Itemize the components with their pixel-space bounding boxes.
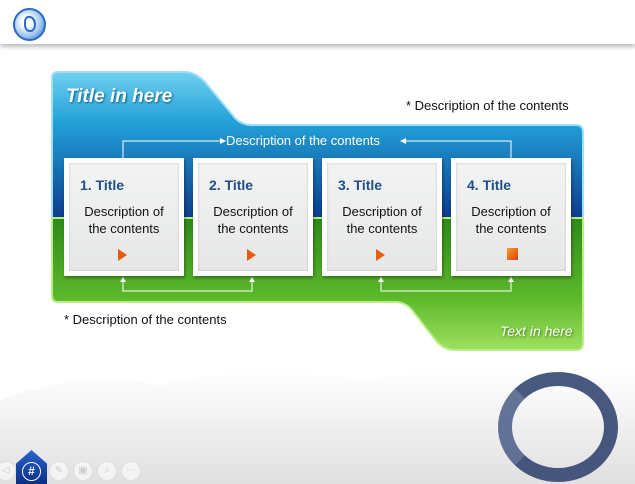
card-description: Description of the contents — [327, 203, 437, 237]
card-description: Description of the contents — [456, 203, 566, 237]
desc-line: the contents — [346, 221, 418, 236]
step-card-3: 3. Title Description of the contents — [322, 158, 442, 276]
desc-line: the contents — [475, 221, 547, 236]
enso-circle-decoration — [498, 372, 618, 482]
card-title: 4. Title — [467, 177, 512, 193]
desc-line: Description of — [471, 204, 551, 219]
step-card-2: 2. Title Description of the contents — [193, 158, 313, 276]
green-panel — [51, 217, 584, 351]
zoom-icon[interactable]: ⌕ — [97, 461, 117, 481]
card-title: 3. Title — [338, 177, 383, 193]
card-title: 2. Title — [209, 177, 254, 193]
desc-line: the contents — [217, 221, 289, 236]
pen-icon[interactable]: ✎ — [49, 461, 69, 481]
step-card-1: 1. Title Description of the contents — [64, 158, 184, 276]
connector-lines — [122, 140, 512, 292]
card-description: Description of the contents — [69, 203, 179, 237]
slide-number-label: # — [22, 462, 41, 481]
logo-icon — [13, 8, 46, 41]
slide-header-bar — [0, 0, 635, 44]
play-icon — [247, 249, 256, 261]
card-title: 1. Title — [80, 177, 125, 193]
play-icon — [118, 249, 127, 261]
desc-line: Description of — [342, 204, 422, 219]
blue-panel — [51, 71, 584, 219]
description-bottom-left: * Description of the contents — [64, 312, 227, 327]
step-card-4: 4. Title Description of the contents — [451, 158, 571, 276]
description-middle: Description of the contents — [226, 133, 380, 148]
more-options-icon[interactable]: ⋯ — [121, 461, 141, 481]
description-top-right: * Description of the contents — [406, 98, 569, 113]
footer-text: Text in here — [500, 323, 573, 339]
desc-line: Description of — [84, 204, 164, 219]
previous-slide-button[interactable]: ◁ — [0, 461, 16, 481]
stop-icon — [507, 248, 518, 260]
play-icon — [376, 249, 385, 261]
desc-line: the contents — [88, 221, 160, 236]
mountain-background — [0, 369, 635, 484]
slides-icon[interactable]: ▣ — [73, 461, 93, 481]
desc-line: Description of — [213, 204, 293, 219]
slide-title: Title in here — [66, 86, 173, 107]
card-description: Description of the contents — [198, 203, 308, 237]
